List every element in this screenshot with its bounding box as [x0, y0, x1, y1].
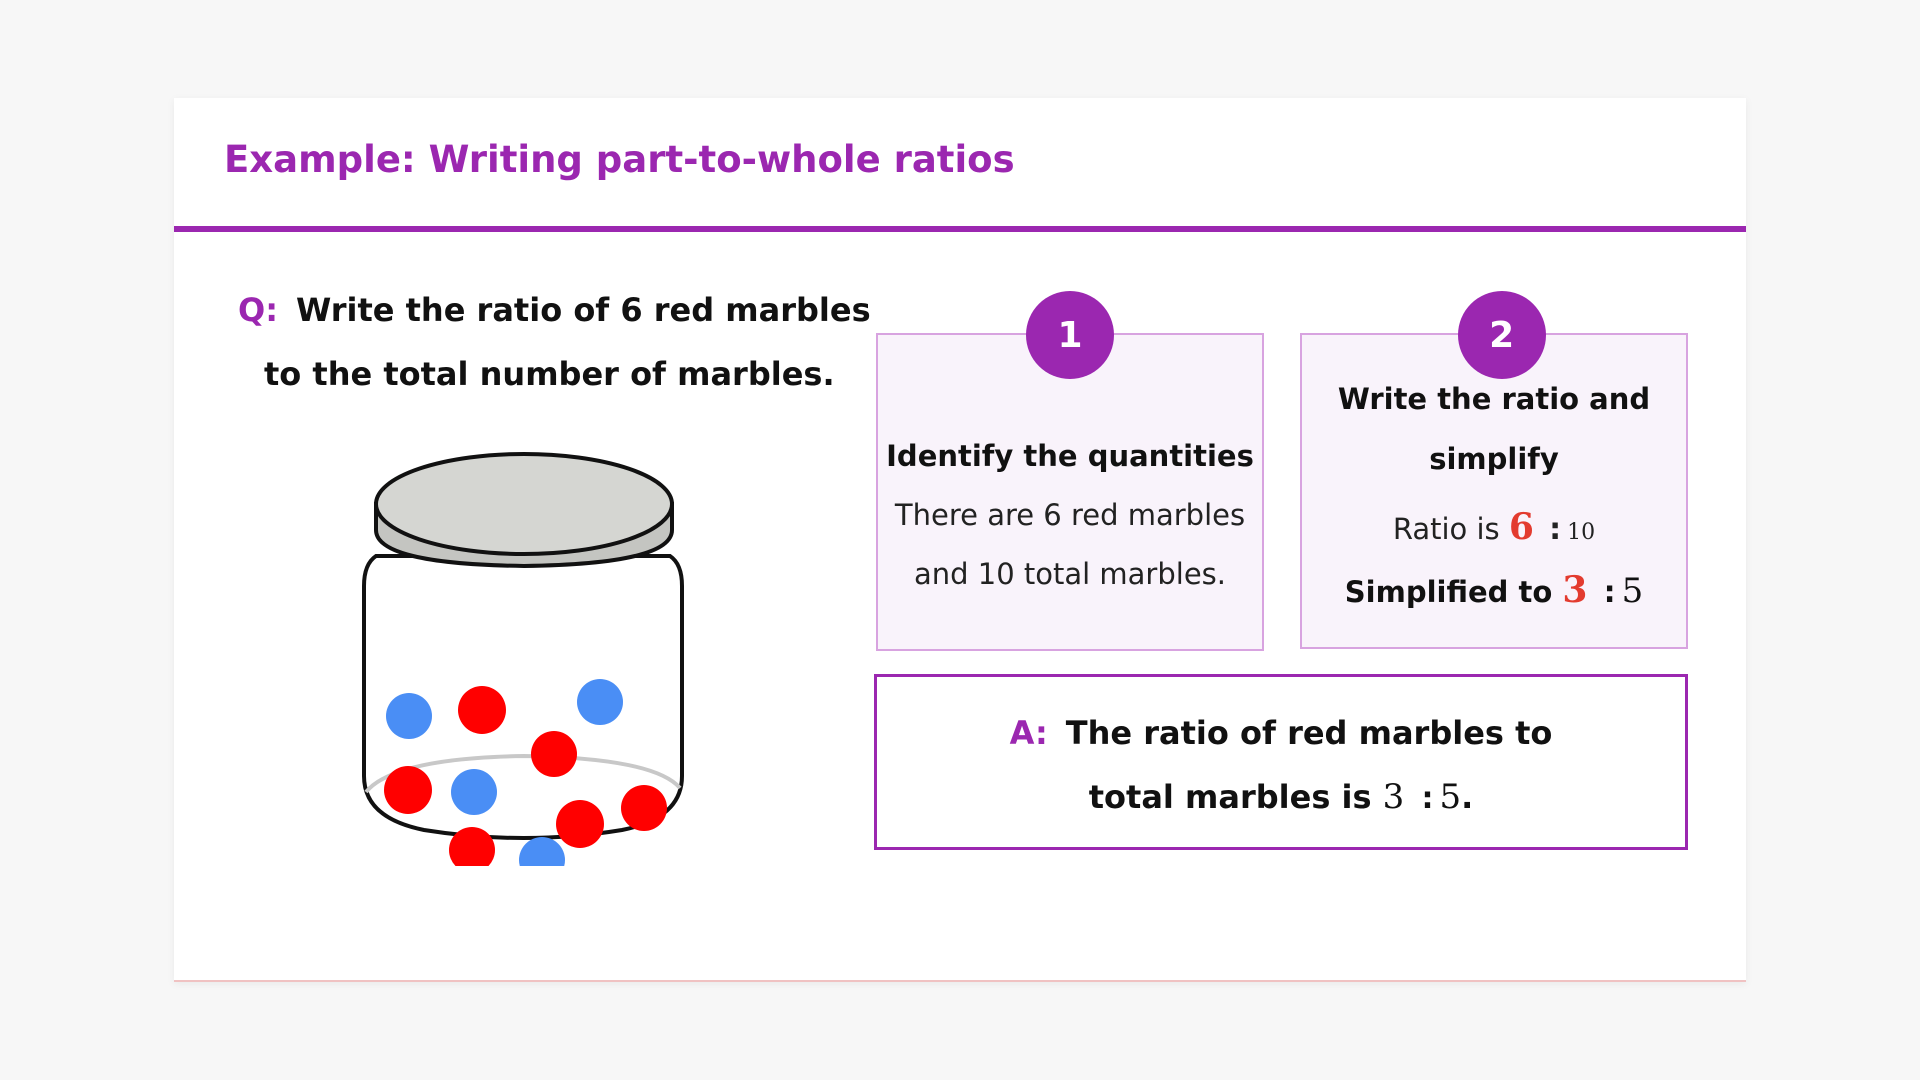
question: Q: Write the ratio of 6 red marbles to th…: [238, 278, 878, 406]
simplified-prefix: Simplified to: [1344, 575, 1553, 609]
header-divider: [174, 226, 1746, 232]
answer-line-1: A: The ratio of red marbles to: [877, 701, 1685, 765]
slide: Example: Writing part-to-whole ratios Q:…: [174, 98, 1746, 982]
step-card-1: 1 Identify the quantities There are 6 re…: [876, 291, 1264, 651]
ratio-line: Ratio is 6 :10: [1302, 497, 1686, 563]
answer-label: A:: [1009, 714, 1048, 752]
marble-red: [531, 731, 577, 777]
marble-jar-illustration: [362, 452, 684, 866]
jar-body: [362, 554, 684, 840]
ratio-colon: :: [1549, 512, 1562, 547]
question-line-2: to the total number of marbles.: [264, 355, 835, 393]
answer-line-1-text: The ratio of red marbles to: [1065, 714, 1553, 752]
marble-blue: [451, 769, 497, 815]
step-body-line-1: There are 6 red marbles: [894, 498, 1246, 532]
slide-bottom-border: [174, 980, 1746, 982]
marble-blue: [577, 679, 623, 725]
marble-blue: [386, 693, 432, 739]
simplified-part-value: 3: [1562, 569, 1588, 611]
ratio-prefix: Ratio is: [1392, 512, 1500, 546]
answer-line-2-prefix: total marbles is: [1088, 778, 1372, 816]
answer-box: A: The ratio of red marbles to total marb…: [874, 674, 1688, 850]
marble-red: [458, 686, 506, 734]
marble-red: [384, 766, 432, 814]
step-number-badge: 1: [1026, 291, 1114, 379]
answer-period: .: [1461, 778, 1474, 816]
question-line-1: Write the ratio of 6 red marbles: [296, 291, 871, 329]
answer-colon: :: [1421, 781, 1434, 816]
step-number-badge: 2: [1457, 291, 1546, 379]
simplified-line: Simplified to 3 :5: [1302, 569, 1686, 611]
marble-red: [449, 827, 495, 866]
marble-blue: [519, 837, 565, 866]
step-body-line-2: and 10 total marbles.: [913, 557, 1226, 591]
answer-text: A: The ratio of red marbles to total marb…: [877, 701, 1685, 831]
simplified-whole-value: 5: [1621, 571, 1644, 611]
step-heading: Write the ratio and simplify: [1337, 382, 1651, 476]
answer-ratio-whole: 5: [1439, 777, 1462, 817]
simplified-colon: :: [1603, 575, 1616, 610]
page-title: Example: Writing part-to-whole ratios: [224, 138, 1015, 181]
step-heading: Identify the quantities: [886, 439, 1254, 473]
marble-red: [556, 800, 604, 848]
marble-red: [621, 785, 667, 831]
jar-lid-top: [374, 452, 674, 556]
ratio-part-value: 6: [1508, 506, 1534, 548]
answer-ratio-part: 3: [1382, 777, 1405, 817]
step-card-2: 2 Write the ratio and simplify Ratio is …: [1300, 291, 1688, 649]
ratio-whole-value: 10: [1567, 520, 1596, 545]
question-label: Q:: [238, 291, 278, 329]
answer-line-2: total marbles is 3 :5.: [877, 765, 1685, 831]
